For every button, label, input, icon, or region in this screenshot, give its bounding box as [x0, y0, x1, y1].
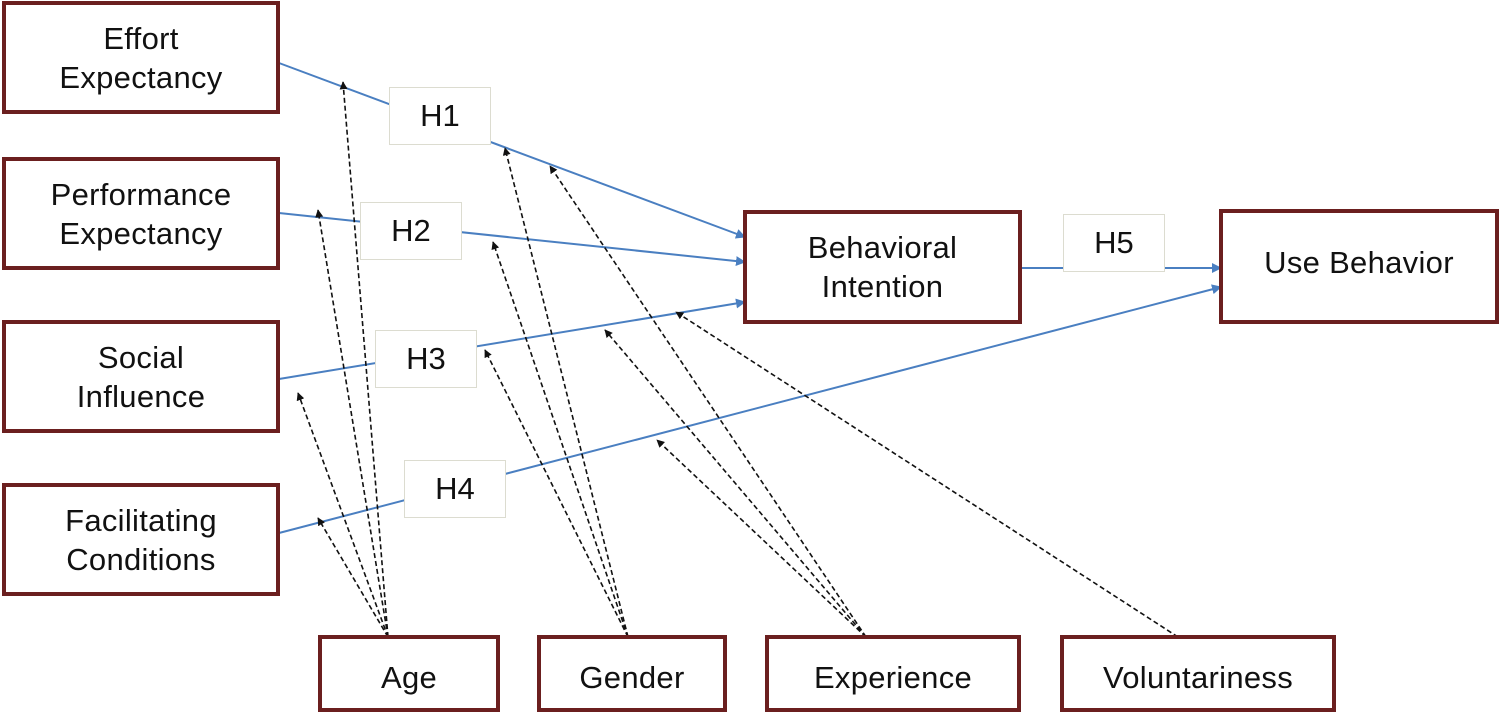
performance-expectancy-line-2: Expectancy	[59, 215, 223, 251]
path-h1-arrow	[278, 62, 746, 239]
age-moderation-arrow	[315, 209, 389, 638]
hypothesis-label-h1: H1	[389, 87, 491, 145]
effort-expectancy-line-1: Effort	[103, 20, 179, 56]
hypothesis-label-h5: H5	[1063, 214, 1165, 272]
age-label: Age	[380, 660, 438, 695]
performance-expectancy-box: Performance Expectancy	[2, 157, 280, 270]
use-behavior-box: Use Behavior	[1219, 209, 1499, 324]
age-moderation-arrow	[339, 81, 389, 638]
hypothesis-label-h3: H3	[375, 330, 477, 388]
hypothesis-label-h4: H4	[404, 460, 506, 518]
social-influence-box: Social Influence	[2, 320, 280, 433]
behavioral-intention-line-1: Behavioral	[807, 230, 958, 265]
voluntariness-moderation-arrow	[675, 311, 1179, 638]
social-influence-line-2: Influence	[76, 378, 206, 414]
social-influence-line-1: Social	[97, 339, 185, 375]
facilitating-conditions-line-2: Conditions	[66, 541, 216, 577]
effort-expectancy-line-2: Expectancy	[59, 59, 223, 95]
effort-expectancy-box: Effort Expectancy	[2, 1, 280, 114]
behavioral-intention-box: Behavioral Intention	[743, 210, 1022, 324]
gender-label: Gender	[579, 660, 685, 695]
experience-label: Experience	[813, 660, 973, 695]
gender-moderation-arrow	[502, 147, 629, 638]
experience-moderation-arrow	[656, 439, 867, 638]
path-h3-arrow	[278, 298, 746, 380]
facilitating-conditions-box: Facilitating Conditions	[2, 483, 280, 596]
age-moderation-arrow	[317, 517, 389, 638]
performance-expectancy-line-1: Performance	[50, 176, 232, 212]
facilitating-conditions-line-1: Facilitating	[65, 502, 217, 538]
gender-box: Gender	[537, 635, 727, 712]
hypothesis-label-h2: H2	[360, 202, 462, 260]
voluntariness-label: Voluntariness	[1102, 660, 1294, 695]
voluntariness-box: Voluntariness	[1060, 635, 1336, 712]
experience-moderation-arrow	[604, 329, 867, 638]
gender-moderation-arrow	[491, 241, 629, 638]
age-box: Age	[318, 635, 500, 712]
experience-box: Experience	[765, 635, 1021, 712]
age-moderation-arrow	[296, 392, 389, 638]
experience-moderation-arrow	[549, 165, 867, 638]
use-behavior-label: Use Behavior	[1264, 245, 1454, 280]
path-h2-arrow	[278, 212, 746, 267]
behavioral-intention-line-2: Intention	[821, 269, 944, 304]
gender-moderation-arrow	[484, 349, 629, 638]
